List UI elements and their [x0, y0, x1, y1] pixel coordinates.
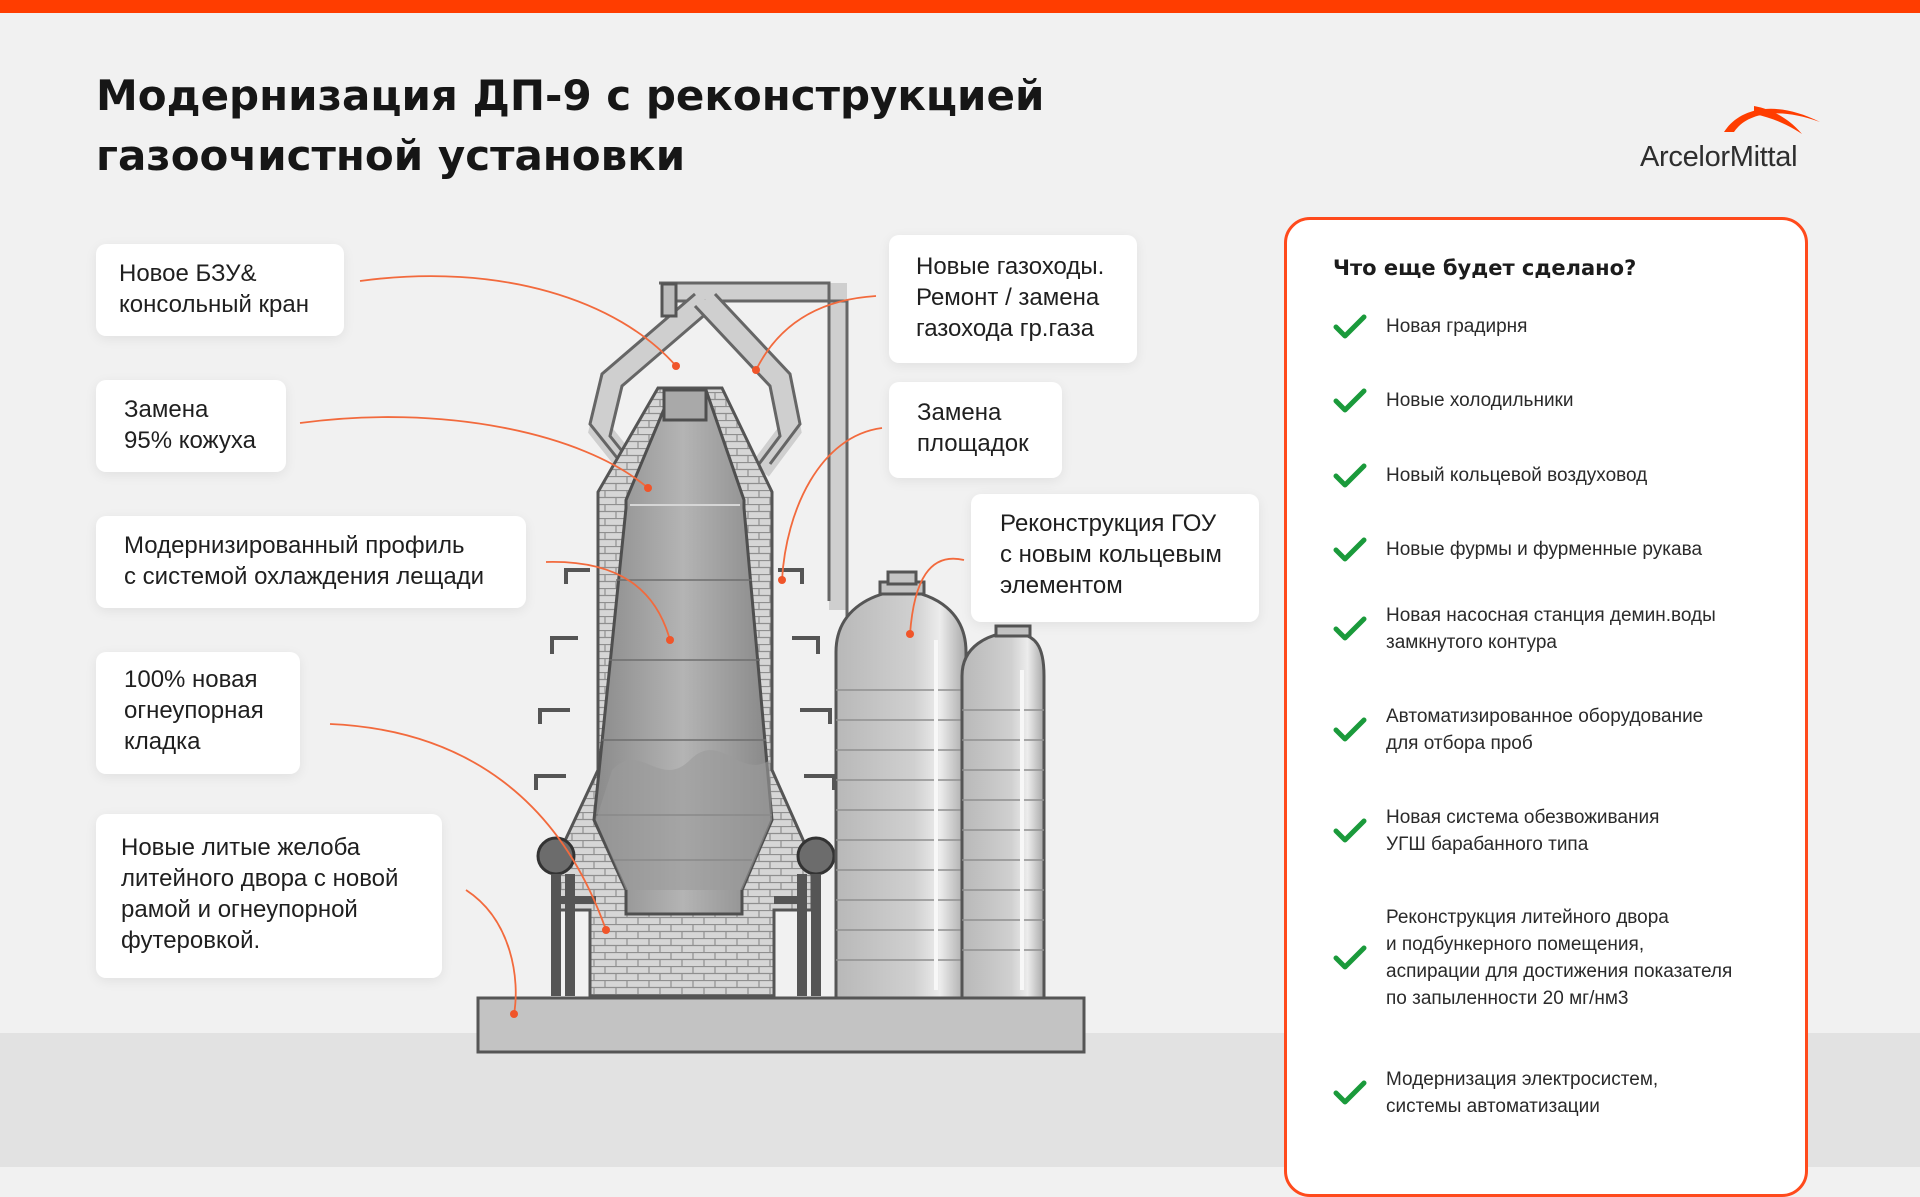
list-item-text: Модернизация электросистем, системы авто…: [1386, 1066, 1658, 1120]
list-item-line: УГШ барабанного типа: [1386, 834, 1589, 855]
callout-zheloba-line-1: Новые литые желоба: [121, 834, 361, 861]
callout-kozhuh-line-2: 95% кожуха: [124, 427, 256, 454]
list-item-line: Автоматизированное оборудование: [1386, 706, 1704, 727]
list-item-line: аспирации для достижения показателя: [1386, 961, 1733, 982]
callout-gou: Реконструкция ГОУ с новым кольцевым элем…: [971, 494, 1259, 622]
callout-ploshadki-line-2: площадок: [917, 430, 1029, 457]
panel-title: Что еще будет сделано?: [1333, 256, 1637, 280]
callout-bzu-line-2: консольный кран: [119, 291, 309, 318]
callout-zheloba-line-4: футеровкой.: [121, 927, 261, 954]
platform-brackets: [534, 568, 836, 790]
list-item-text: Новые фурмы и фурменные рукава: [1386, 536, 1702, 563]
list-item: Реконструкция литейного двора и подбунке…: [1333, 904, 1793, 1012]
checkmark-icon: [1333, 616, 1367, 641]
callout-gazohody: Новые газоходы. Ремонт / замена газохода…: [889, 235, 1137, 363]
gas-ducts: [588, 281, 849, 619]
top-accent-bar: [0, 0, 1920, 13]
list-item-line: по запыленности 20 мг/нм3: [1386, 988, 1629, 1009]
list-item-line: Новый кольцевой воздуховод: [1386, 465, 1648, 486]
checkmark-icon: [1333, 388, 1367, 412]
callout-ploshadki-line-1: Замена: [917, 399, 1002, 426]
list-item-line: Новые фурмы и фурменные рукава: [1386, 539, 1703, 560]
title-line-2: газоочистной установки: [96, 131, 686, 180]
list-item-line: системы автоматизации: [1386, 1096, 1600, 1117]
list-item-text: Новые холодильники: [1386, 387, 1574, 414]
checkmark-icon: [1333, 314, 1367, 338]
list-item-line: Реконструкция литейного двора: [1386, 907, 1669, 928]
list-item-line: Новые холодильники: [1386, 390, 1574, 411]
callout-profile-line-1: Модернизированный профиль: [124, 532, 465, 559]
list-item-line: Новая насосная станция демин.воды: [1386, 605, 1716, 626]
callout-gou-line-2: с новым кольцевым: [1000, 541, 1222, 568]
callout-kladka-line-3: кладка: [124, 728, 201, 755]
gas-cleaning-tank-1: [834, 570, 968, 1000]
callout-bzu: Новое БЗУ& консольный кран: [96, 244, 344, 336]
list-item: Новая градирня: [1333, 313, 1793, 340]
list-item: Модернизация электросистем, системы авто…: [1333, 1066, 1793, 1120]
callout-gazohody-line-2: Ремонт / замена: [916, 284, 1100, 311]
checkmark-icon: [1333, 463, 1367, 487]
list-item-text: Новая насосная станция демин.воды замкну…: [1386, 602, 1716, 656]
more-work-panel: Что еще будет сделано? Новая градирня Но…: [1284, 217, 1808, 1197]
gas-cleaning-tank-2: [960, 624, 1046, 1000]
callout-kladka-line-2: огнеупорная: [124, 697, 264, 724]
callout-gou-line-3: элементом: [1000, 572, 1123, 599]
page-title: Модернизация ДП-9 с реконструкцией газоо…: [96, 66, 1096, 186]
callout-gazohody-line-3: газохода гр.газа: [916, 315, 1095, 342]
title-line-1: Модернизация ДП-9 с реконструкцией: [96, 71, 1045, 120]
list-item-line: Модернизация электросистем,: [1386, 1069, 1659, 1090]
list-item: Новая насосная станция демин.воды замкну…: [1333, 602, 1793, 656]
callout-zheloba-line-3: рамой и огнеупорной: [121, 896, 358, 923]
furnace-base-slab: [476, 996, 1086, 1054]
furnace-core: [592, 388, 774, 916]
list-item-line: Новая система обезвоживания: [1386, 807, 1660, 828]
list-item: Новые холодильники: [1333, 387, 1793, 414]
list-item: Новая система обезвоживания УГШ барабанн…: [1333, 804, 1793, 858]
checkmark-icon: [1333, 945, 1367, 970]
callout-gou-line-1: Реконструкция ГОУ: [1000, 510, 1217, 537]
list-item: Автоматизированное оборудование для отбо…: [1333, 703, 1793, 757]
callout-kozhuh: Замена 95% кожуха: [96, 380, 286, 472]
callout-ploshadki: Замена площадок: [889, 382, 1062, 478]
blast-furnace-illustration: [299, 275, 1086, 1054]
callout-bzu-line-1: Новое БЗУ&: [119, 260, 257, 287]
list-item-line: замкнутого контура: [1386, 632, 1557, 653]
callout-profile-line-2: с системой охлаждения лещади: [124, 563, 485, 590]
brand-name: ArcelorMittal: [1640, 141, 1798, 173]
list-item-line: и подбункерного помещения,: [1386, 934, 1645, 955]
checkmark-icon: [1333, 537, 1367, 561]
callout-zheloba: Новые литые желоба литейного двора с нов…: [96, 814, 442, 978]
arcelormittal-logo-icon: [1724, 106, 1820, 134]
list-item: Новый кольцевой воздуховод: [1333, 462, 1793, 489]
list-item-text: Новый кольцевой воздуховод: [1386, 462, 1647, 489]
callout-profile: Модернизированный профиль с системой охл…: [96, 516, 526, 608]
callout-zheloba-line-2: литейного двора с новой: [121, 865, 399, 892]
callout-connectors: [299, 275, 965, 1015]
callout-dots: [510, 362, 914, 1018]
callout-kozhuh-line-1: Замена: [124, 396, 209, 423]
list-item-line: для отбора проб: [1386, 733, 1533, 754]
list-item-text: Новая система обезвоживания УГШ барабанн…: [1386, 804, 1659, 858]
callout-kladka: 100% новая огнеупорная кладка: [96, 652, 300, 774]
callout-gazohody-line-1: Новые газоходы.: [916, 253, 1105, 280]
list-item-text: Реконструкция литейного двора и подбунке…: [1386, 904, 1732, 1012]
callout-kladka-line-1: 100% новая: [124, 666, 258, 693]
list-item-text: Новая градирня: [1386, 313, 1527, 340]
checkmark-icon: [1333, 717, 1367, 742]
list-item: Новые фурмы и фурменные рукава: [1333, 536, 1793, 563]
list-item-text: Автоматизированное оборудование для отбо…: [1386, 703, 1703, 757]
checkmark-icon: [1333, 1080, 1367, 1105]
list-item-line: Новая градирня: [1386, 316, 1528, 337]
checkmark-icon: [1333, 818, 1367, 843]
